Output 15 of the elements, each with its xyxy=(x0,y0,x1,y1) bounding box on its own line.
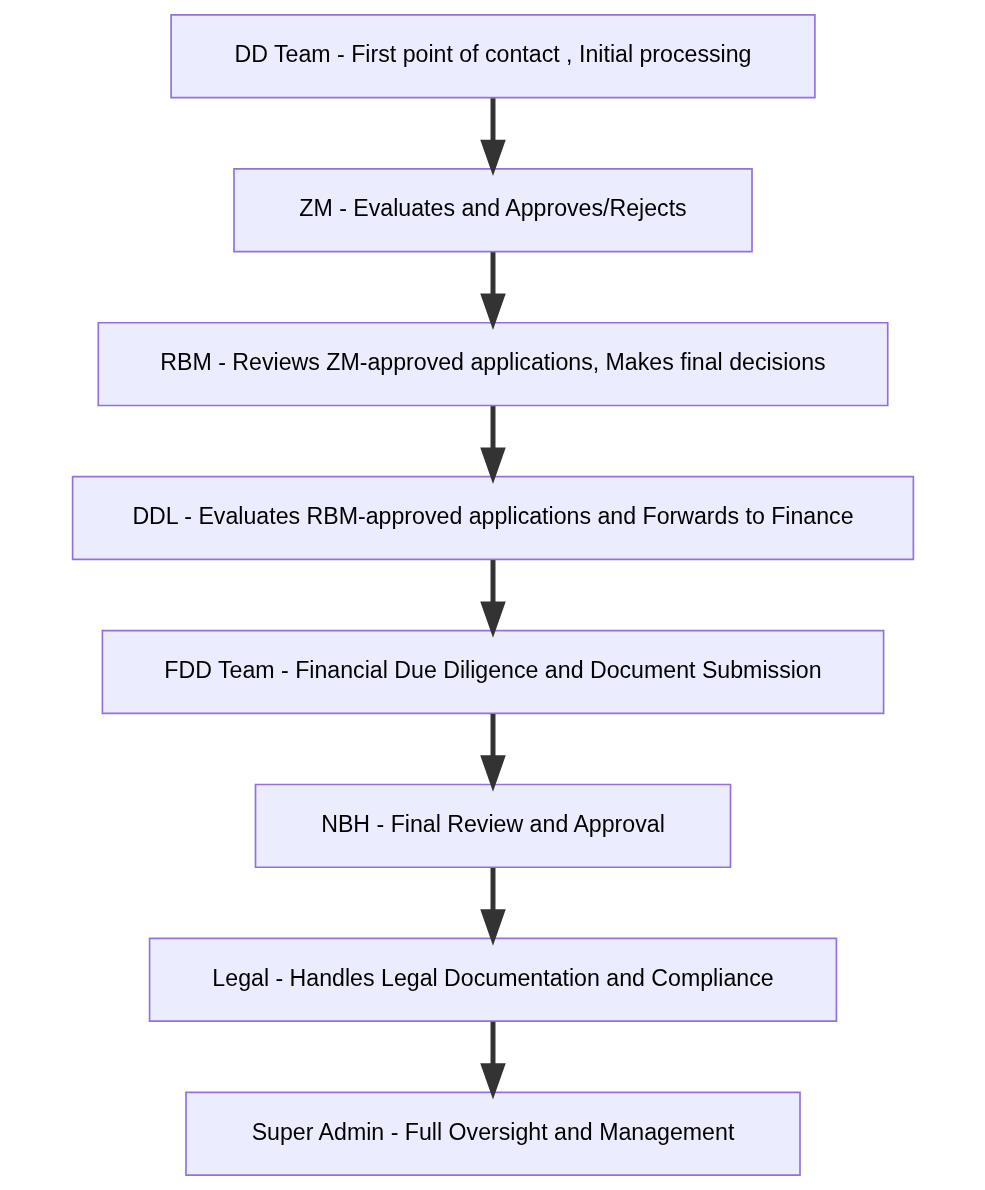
node-box: Super Admin - Full Oversight and Management xyxy=(184,1091,801,1176)
node-box: NBH - Final Review and Approval xyxy=(254,783,731,869)
arrow xyxy=(479,560,506,638)
node-box: Legal - Handles Legal Documentation and Compliance xyxy=(148,937,837,1022)
arrow xyxy=(479,98,506,177)
node-box: DD Team - First point of contact , Initial processing xyxy=(169,14,816,99)
arrow xyxy=(479,1021,506,1100)
arrow xyxy=(479,252,506,331)
node-box: DDL - Evaluates RBM-approved applications and Forwards to Finance xyxy=(71,475,914,561)
node-box: RBM - Reviews ZM-approved applications, Makes final decisions xyxy=(96,321,889,407)
arrow xyxy=(479,867,506,946)
arrow xyxy=(479,406,506,484)
arrow xyxy=(479,714,506,792)
node-box: ZM - Evaluates and Approves/Rejects xyxy=(232,168,753,253)
node-box: FDD Team - Financial Due Diligence and Document Submission xyxy=(101,629,884,715)
